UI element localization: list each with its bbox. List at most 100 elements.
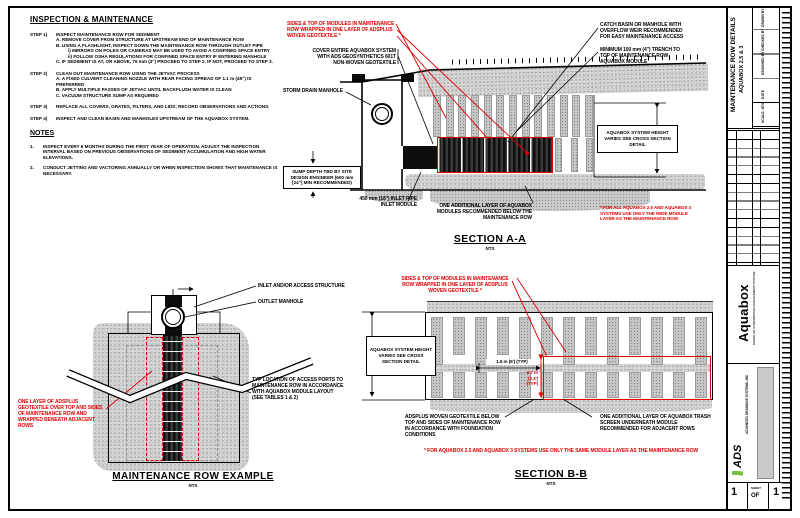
module-column	[497, 372, 509, 398]
bb-mid-stone-band	[427, 364, 711, 372]
module-column	[534, 95, 543, 137]
module-column	[585, 372, 597, 398]
step-4: STEP 4) INSPECT AND CLEAN BASIN AND MANH…	[30, 115, 250, 121]
step-1: STEP 1) INSPECT MAINTENANCE ROW FOR SEDI…	[30, 31, 273, 65]
titleblock-divider-ruler	[779, 6, 780, 482]
aa-manhole-label: STORM DRAIN MANHOLE	[283, 88, 343, 94]
titleblock-hline-2	[727, 265, 779, 266]
module-column	[570, 138, 578, 172]
storm-drain-manhole-circle	[371, 103, 393, 125]
general-note-1: 1. INSPECT EVERY 6 MONTHS DURING THE FIR…	[30, 143, 266, 160]
revision-grid-divider-1	[736, 130, 737, 265]
ex-geotextile-note: ONE LAYER OF ADSPLUS GEOTEXTILE OVER TOP…	[18, 399, 103, 430]
module-column	[559, 95, 568, 137]
module-column	[673, 317, 685, 355]
module-column	[546, 95, 555, 137]
module-column	[431, 372, 443, 398]
module-column	[586, 138, 593, 172]
general-note-2: 2. CONDUCT JETTING AND VACTORING ANNUALL…	[30, 165, 278, 176]
sheet-border	[8, 6, 792, 511]
module-column	[629, 317, 641, 355]
maintenance-row-dashed-left	[146, 337, 163, 461]
step-3: STEP 3) REPLACE ALL COVERS, GRATES, FILT…	[30, 104, 270, 110]
module-column	[508, 95, 517, 137]
aquabox-side-modules	[555, 138, 593, 172]
aa-catch-basin-note: CATCH BASIN OR MANHOLE WITH OVERFLOW WEI…	[600, 22, 684, 41]
aa-height-varies-callout: AQUABOX SYSTEM HEIGHT VARIES SEE CROSS S…	[597, 125, 678, 153]
step-2: STEP 2) CLEAN OUT MAINTENANCE ROW USING …	[30, 70, 252, 98]
module-column	[607, 372, 619, 398]
inspection-maintenance-notes: INSPECTION & MAINTENANCE STEP 1) INSPECT…	[30, 15, 278, 181]
aa-star-note: * FOR ALL AQUABOX 2.5 AND AQUABOX 3 SYST…	[600, 205, 691, 222]
module-column	[519, 372, 531, 398]
module-column	[483, 95, 492, 137]
module-column	[475, 372, 487, 398]
module-column	[673, 372, 685, 398]
module-column	[563, 372, 575, 398]
revision-grid-divider-2	[752, 130, 753, 265]
general-notes-title: NOTES	[30, 130, 55, 138]
module-column	[497, 317, 509, 355]
sheet-of-label: OF	[751, 493, 760, 499]
module-column	[433, 95, 441, 137]
manhole-inner-ring	[375, 107, 389, 121]
inlet-module-stub	[403, 146, 438, 169]
module-column	[470, 95, 479, 137]
module-column	[629, 372, 641, 398]
aa-geotextile-wrap-note: SIDES & TOP OF MODULES IN MAINTENANCE RO…	[287, 21, 395, 40]
inlet-structure-cap	[165, 296, 182, 307]
module-column	[453, 372, 465, 398]
sheet-label: SHEET	[751, 486, 762, 490]
sheet-row-divider-1	[747, 483, 748, 510]
ex-title: MAINTENANCE ROW EXAMPLE NTS	[112, 471, 274, 489]
module-column	[453, 317, 465, 355]
edge-ruler-ticks	[782, 12, 790, 502]
sheet-row-divider-2	[768, 483, 769, 510]
aquabox-upper-modules	[433, 95, 593, 137]
bedding-stone	[405, 174, 705, 189]
ex-outlet-manhole-label: OUTLET MANHOLE	[258, 299, 304, 305]
aa-additional-layer-note: ONE ADDITIONAL LAYER OF AQUABOX MODULES …	[436, 203, 532, 222]
module-column	[607, 317, 619, 365]
aa-cover-note: COVER ENTIRE AQUABOX SYSTEM WITH ADS GEO…	[312, 48, 396, 67]
revision-grid-divider-3	[760, 130, 761, 265]
bb-top-stone-band	[427, 301, 713, 313]
aa-inlet-module-label: 450 mm (18") INLET PIPE INLET MODULE	[359, 196, 417, 209]
subsoil-shadow	[430, 190, 650, 211]
maintenance-row-dashed-right	[182, 337, 199, 461]
notes-title: INSPECTION & MAINTENANCE	[30, 15, 154, 24]
sheet-number: 1	[731, 486, 738, 498]
bb-width-dimension: 1.5 m (5') (TYP)	[486, 359, 538, 365]
titleblock-hline-1	[727, 128, 779, 129]
manhole-frame-right	[401, 74, 414, 82]
bb-height-varies-callout: AQUABOX SYSTEM HEIGHT VARIES SEE CROSS S…	[366, 336, 436, 376]
module-column	[475, 317, 487, 365]
bb-star-note: * FOR AQUABOX 2.5 AND AQUABOX 3 SYSTEMS …	[424, 448, 698, 454]
maintenance-row-modules-section	[437, 137, 553, 173]
inlet-structure-inner-ring	[165, 309, 181, 325]
bb-maintenance-row-highlight	[543, 356, 711, 400]
bb-lower-module-row	[431, 372, 707, 398]
aa-title: SECTION A-A NTS	[453, 233, 527, 251]
module-column	[458, 95, 467, 137]
module-column	[555, 138, 562, 172]
ex-access-ports-note: TYP LOCATION OF ACCESS PORTS TO MAINTENA…	[252, 377, 344, 402]
module-column	[572, 95, 581, 137]
titleblock-left-border	[726, 6, 728, 511]
module-column	[445, 95, 454, 137]
bb-geotextile-below-note: ADSPLUS WOVEN GEOTEXTILE BELOW TOP AND S…	[405, 414, 501, 439]
manhole-frame-left	[352, 74, 365, 82]
titleblock-hline-3	[727, 363, 779, 364]
aa-sump-depth-callout: SUMP DEPTH TBD BY SITE DESIGN ENGINEER (…	[283, 166, 361, 189]
ex-inlet-structure-label: INLET AND/OR ACCESS STRUCTURE	[258, 283, 345, 289]
sheet-total: 1	[773, 486, 780, 498]
maintenance-row-plan	[163, 335, 182, 462]
module-column	[584, 95, 593, 137]
aa-trench-note: MINIMUM 100 mm (4") TRENCH TO TOP OF MAI…	[600, 47, 680, 66]
bb-height-dimension: 0.7 m (2.3') (TYP)	[526, 370, 539, 387]
module-column	[695, 372, 707, 398]
inlet-structure-circle	[161, 305, 185, 329]
bb-geotextile-wrap-note: SIDES & TOP OF MODULES IN MAINTENANCE RO…	[401, 276, 509, 295]
bb-additional-layer-note: ONE ADDITIONAL LAYER OF AQUABOX TRASH SC…	[600, 414, 711, 433]
